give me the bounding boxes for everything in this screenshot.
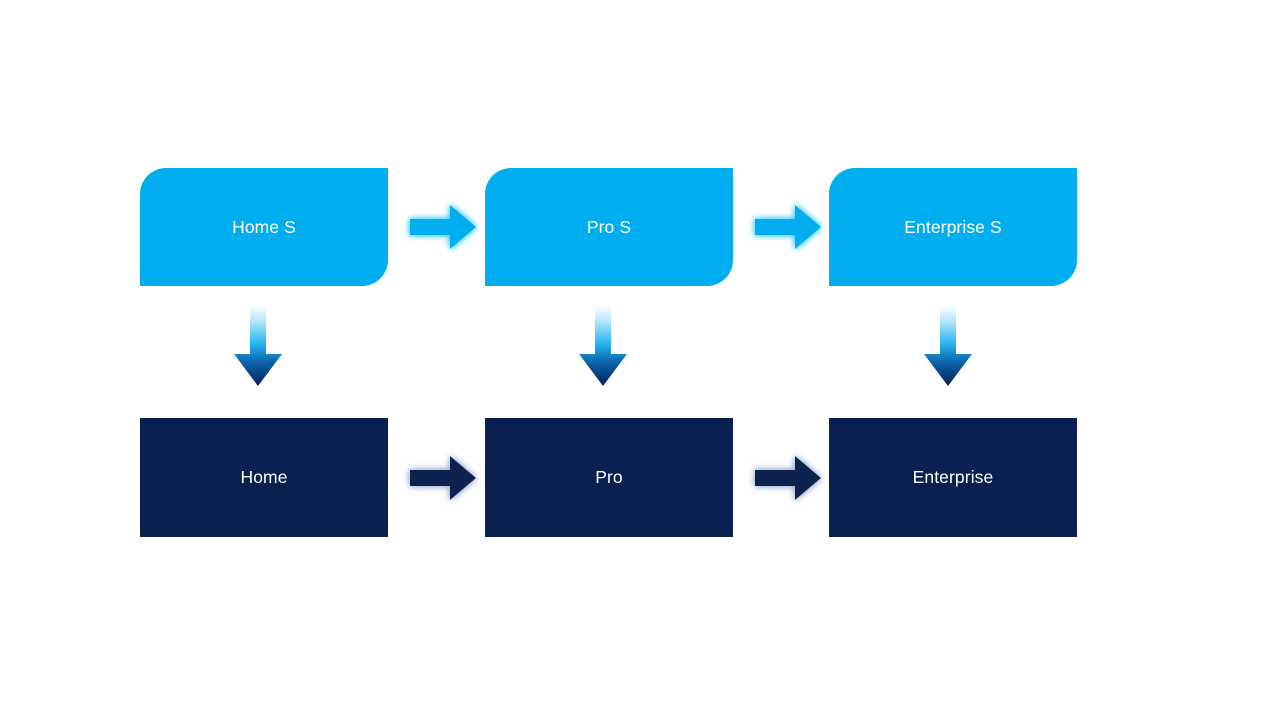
node-enterprise-s[interactable]: Enterprise S xyxy=(829,168,1077,286)
node-label: Home S xyxy=(232,216,296,237)
arrow-right-icon-pro-to-enterprise xyxy=(751,449,825,507)
node-label: Pro xyxy=(595,467,623,487)
node-home-s[interactable]: Home S xyxy=(140,168,388,286)
node-pro[interactable]: Pro xyxy=(485,418,733,537)
node-label: Home xyxy=(240,467,288,487)
arrow-down-icon-home-s-to-home xyxy=(232,305,284,389)
node-label: Pro S xyxy=(586,216,632,237)
node-label: Enterprise S xyxy=(904,216,1002,237)
node-label: Enterprise xyxy=(912,467,994,487)
node-enterprise[interactable]: Enterprise xyxy=(829,418,1077,537)
arrow-right-icon-home-to-pro xyxy=(406,449,480,507)
arrow-right-icon-home-s-to-pro-s xyxy=(406,198,480,256)
arrow-down-icon-enterprise-s-to-enterprise xyxy=(922,305,974,389)
node-home[interactable]: Home xyxy=(140,418,388,537)
arrow-right-icon-pro-s-to-enterprise-s xyxy=(751,198,825,256)
arrow-down-icon-pro-s-to-pro xyxy=(577,305,629,389)
node-pro-s[interactable]: Pro S xyxy=(485,168,733,286)
